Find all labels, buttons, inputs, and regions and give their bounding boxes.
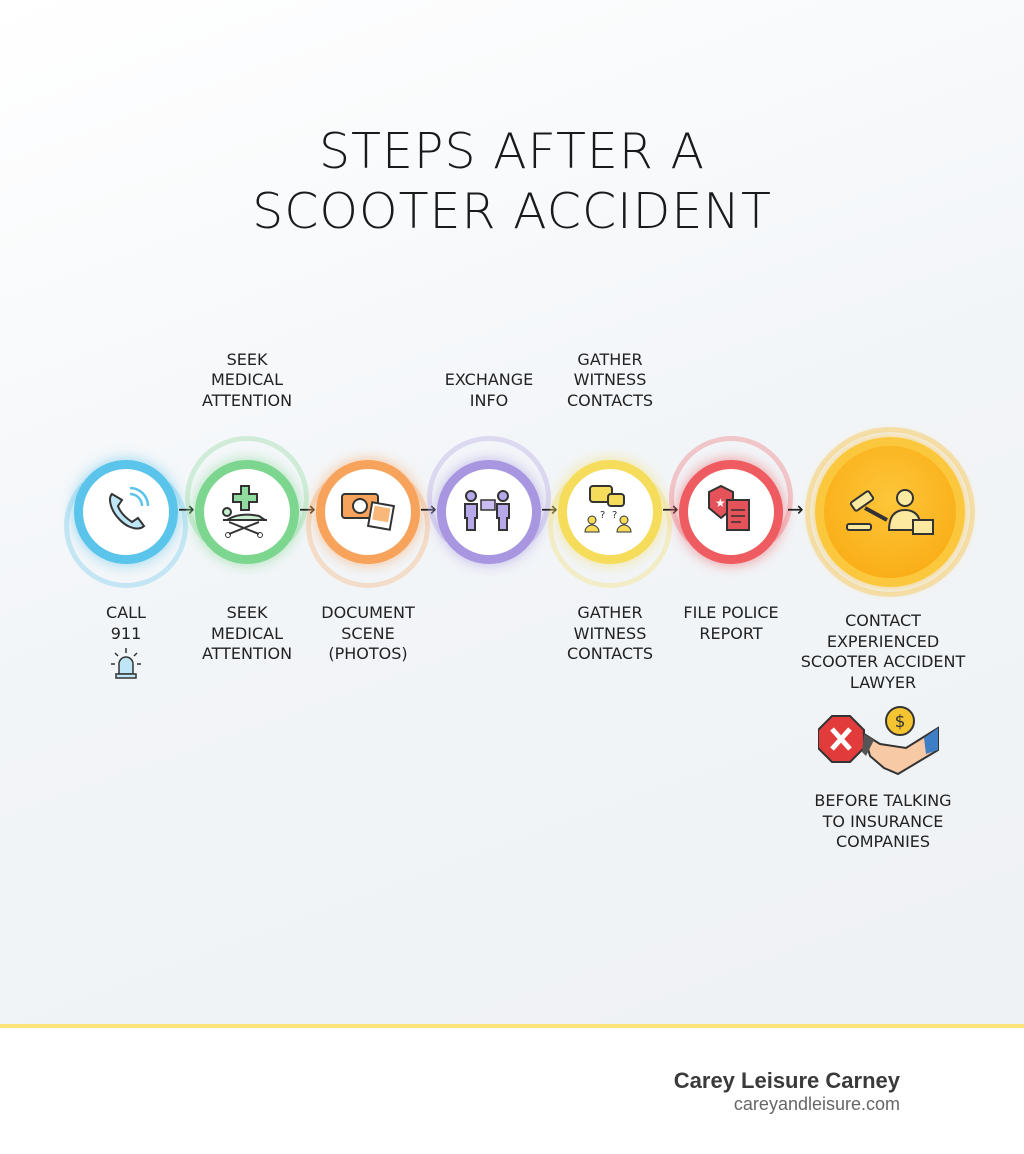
svg-text:?: ? <box>600 510 605 521</box>
step-3-circle <box>316 460 420 564</box>
svg-text:?: ? <box>612 510 617 521</box>
step-7-label: CONTACT EXPERIENCED SCOOTER ACCIDENT LAW… <box>800 611 966 692</box>
police-badge-report-icon: ★ <box>708 484 750 531</box>
arrow-icon: → <box>787 497 804 521</box>
step-4-halo <box>427 436 551 560</box>
step-5-top-label: GATHER WITNESS CONTACTS <box>566 349 654 410</box>
step-6-halo <box>669 436 793 560</box>
step-4-top-label: EXCHANGE INFO <box>444 370 534 410</box>
step-5-halo <box>548 464 672 588</box>
camera-photo-icon <box>341 493 396 531</box>
title-line-2: SCOOTER ACCIDENT <box>252 183 772 240</box>
brand-url[interactable]: careyandleisure.com <box>733 1094 900 1114</box>
step-2-top-label: SEEK MEDICAL ATTENTION <box>201 349 293 410</box>
step-3-halo <box>306 464 430 588</box>
page-title: STEPS AFTER A SCOOTER ACCIDENT <box>0 122 1024 242</box>
lawyer-gavel-icon <box>846 489 934 535</box>
step-1-circle <box>74 460 178 564</box>
step-1-halo <box>64 464 188 588</box>
siren-icon <box>111 648 141 679</box>
step-6-circle: ★ <box>679 460 783 564</box>
witness-chat-icon: ?? <box>584 485 632 533</box>
step-3-label: DOCUMENT SCENE (PHOTOS) <box>321 603 415 663</box>
step-7-circle <box>815 437 965 587</box>
step-2-halo <box>185 436 309 560</box>
brand-name: Carey Leisure Carney <box>673 1068 900 1093</box>
title-line-1: STEPS AFTER A <box>318 123 706 180</box>
exchange-card-icon <box>464 490 510 531</box>
phone-icon <box>109 486 150 530</box>
note-label: BEFORE TALKING TO INSURANCE COMPANIES <box>814 791 952 851</box>
step-5-circle: ?? <box>558 460 662 564</box>
step-7-halo <box>805 427 975 597</box>
svg-text:★: ★ <box>715 496 726 510</box>
step-5-label: GATHER WITNESS CONTACTS <box>566 603 654 663</box>
step-2-circle <box>195 460 299 564</box>
step-6-label: FILE POLICE REPORT <box>683 603 779 643</box>
step-1-label: CALL 911 <box>106 603 146 643</box>
step-2-label: SEEK MEDICAL ATTENTION <box>201 603 293 663</box>
footer: Carey Leisure Carney careyandleisure.com <box>0 1024 1024 1154</box>
stretcher-medical-icon <box>222 485 267 538</box>
step-4-circle <box>437 460 541 564</box>
stop-handshake-icon: $ <box>818 706 939 776</box>
svg-text:$: $ <box>895 712 906 732</box>
